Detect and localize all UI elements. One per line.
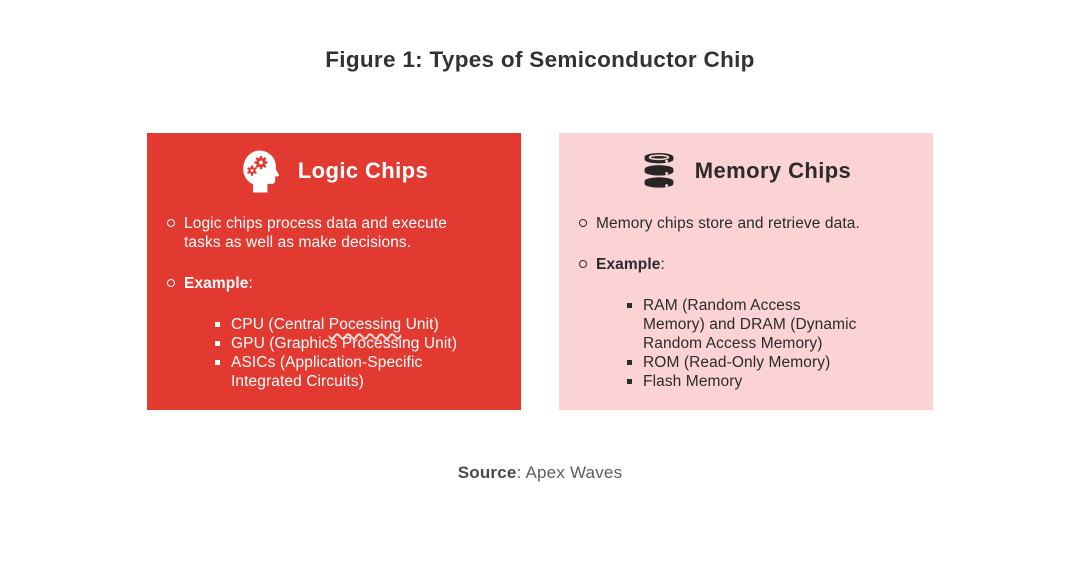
logic-example-label: Example: [184, 275, 253, 292]
list-item: ROM (Read-Only Memory) [627, 353, 909, 372]
memory-chips-card: Memory Chips Memory chips store and retr… [559, 133, 933, 410]
misspelled-word: Pocessing [328, 316, 402, 333]
logic-example-gpu: GPU (Graphics Processing Unit) [231, 335, 458, 352]
list-item: Flash Memory [627, 372, 909, 391]
square-bullet [627, 360, 632, 365]
list-item: ASICs (Application-Specific Integrated C… [215, 353, 497, 391]
source-text: : Apex Waves [516, 463, 623, 482]
logic-example-asic: ASICs (Application-Specific Integrated C… [231, 354, 423, 390]
square-bullet [627, 303, 632, 308]
memory-examples-list: RAM (Random Access Memory) and DRAM (Dyn… [579, 296, 909, 391]
logic-card-body: Logic chips process data and execute tas… [147, 193, 521, 391]
memory-description-item: Memory chips store and retrieve data. [579, 214, 909, 233]
cards-row: Logic Chips Logic chips process data and… [0, 133, 1080, 410]
list-item: CPU (Central Pocessing Unit) [215, 315, 497, 334]
logic-examples-list: CPU (Central Pocessing Unit) GPU (Graphi… [167, 315, 497, 391]
logic-example-cpu: CPU (Central Pocessing Unit) [231, 316, 439, 333]
memory-example-item: Example: [579, 255, 909, 274]
list-item: RAM (Random Access Memory) and DRAM (Dyn… [627, 296, 909, 353]
database-icon [641, 151, 677, 191]
circle-bullet [167, 219, 175, 227]
memory-card-body: Memory chips store and retrieve data. Ex… [559, 193, 933, 391]
memory-example-rom: ROM (Read-Only Memory) [643, 354, 831, 371]
list-item: GPU (Graphics Processing Unit) [215, 334, 497, 353]
logic-description-item: Logic chips process data and execute tas… [167, 214, 497, 252]
square-bullet [215, 322, 220, 327]
head-gears-icon [240, 149, 280, 193]
logic-card-header: Logic Chips [147, 133, 521, 193]
source-label: Source [457, 463, 517, 482]
logic-example-item: Example: [167, 274, 497, 293]
circle-bullet [579, 260, 587, 268]
logic-description: Logic chips process data and execute tas… [184, 215, 447, 251]
memory-card-title: Memory Chips [694, 158, 852, 183]
memory-example-flash: Flash Memory [643, 373, 743, 390]
square-bullet [627, 379, 632, 384]
logic-card-title: Logic Chips [297, 158, 429, 183]
memory-description: Memory chips store and retrieve data. [596, 215, 860, 232]
memory-card-header: Memory Chips [559, 133, 933, 193]
source-line: Source: Apex Waves [0, 463, 1080, 483]
circle-bullet [167, 279, 175, 287]
circle-bullet [579, 219, 587, 227]
figure-title: Figure 1: Types of Semiconductor Chip [325, 47, 755, 72]
square-bullet [215, 360, 220, 365]
logic-chips-card: Logic Chips Logic chips process data and… [147, 133, 521, 410]
memory-example-label: Example: [596, 256, 665, 273]
memory-example-ram: RAM (Random Access Memory) and DRAM (Dyn… [643, 297, 857, 352]
square-bullet [215, 341, 220, 346]
